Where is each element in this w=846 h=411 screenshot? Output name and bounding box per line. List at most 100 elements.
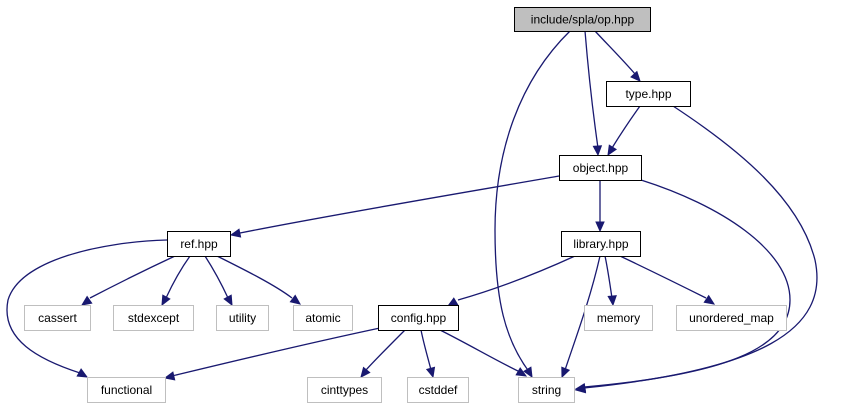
edge-type-to-object [607,105,641,157]
edge-config-to-string [439,329,528,377]
edge-line [594,30,636,75]
edge-library-to-config [446,255,576,307]
arrowhead-icon [515,367,528,377]
edge-line [204,255,229,299]
edge-config-to-cstddef [420,329,436,379]
edge-line [583,179,791,388]
nodes-layer: include/spla/op.hpp type.hpp object.hpp ref… [24,7,787,403]
edge-library-to-unordered_map [619,255,716,305]
edge-line [216,255,293,299]
arrowhead-icon [76,368,89,378]
node-cstddef: cstddef [407,377,469,403]
node-label: object.hpp [573,161,629,175]
node-label: cinttypes [321,383,368,397]
node-op[interactable]: include/spla/op.hpp [514,7,651,32]
node-box [584,305,653,331]
node-box[interactable] [378,305,459,331]
arrowhead-icon [289,294,301,305]
node-string: string [518,377,575,403]
node-utility: utility [216,305,269,331]
node-label: stdexcept [128,311,180,325]
node-box [293,305,353,331]
node-box [676,305,787,331]
edge-line [89,255,176,299]
node-object[interactable]: object.hpp [559,155,642,181]
node-cassert: cassert [24,305,91,331]
arrowhead-icon [223,294,233,307]
node-library[interactable]: library.hpp [561,231,641,257]
node-label: string [532,383,561,397]
node-unordered-map: unordered_map [676,305,787,331]
node-cinttypes: cinttypes [307,377,382,403]
edge-op-to-object [584,30,603,157]
edge-line [165,255,191,299]
node-memory: memory [584,305,653,331]
edge-ref-to-functional [6,239,168,378]
arrowhead-icon [630,70,641,82]
edge-op-to-type [594,30,641,82]
node-label: cassert [38,311,77,325]
edge-line [6,239,168,374]
arrowhead-icon [574,382,587,393]
arrowhead-icon [425,366,436,379]
edge-ref-to-cassert [80,255,176,306]
edge-line [494,30,571,374]
edge-object-to-string [574,179,791,393]
node-type[interactable]: type.hpp [606,81,691,107]
arrowhead-icon [446,297,459,307]
node-config[interactable]: config.hpp [378,305,459,331]
node-box[interactable] [606,81,691,107]
node-box [87,377,166,403]
node-box [216,305,269,331]
node-functional: functional [87,377,166,403]
arrowhead-icon [595,221,605,233]
node-ref[interactable]: ref.hpp [167,231,231,257]
node-label: functional [101,383,152,397]
edge-library-to-memory [604,255,617,307]
edges-layer [6,30,818,394]
edge-op-to-string [494,30,571,379]
node-label: library.hpp [573,237,628,251]
edge-config-to-cinttypes [360,329,406,378]
edge-line [604,255,613,299]
edge-line [457,255,576,301]
arrowhead-icon [229,228,242,238]
edge-config-to-functional [163,327,381,381]
node-label: config.hpp [391,311,447,325]
edge-line [619,255,707,299]
edge-ref-to-utility [204,255,233,307]
edge-line [439,329,521,373]
node-box[interactable] [167,231,231,257]
node-label: type.hpp [625,87,671,101]
edge-object-to-library [595,180,605,233]
arrowhead-icon [161,294,171,307]
arrowhead-icon [703,294,716,305]
arrowhead-icon [607,295,617,307]
node-box [307,377,382,403]
node-atomic: atomic [293,305,353,331]
edge-line [239,175,560,234]
node-box[interactable] [559,155,642,181]
edge-line [171,327,381,377]
node-label: utility [229,311,256,325]
node-box[interactable] [561,231,641,257]
arrowhead-icon [592,145,603,157]
node-stdexcept: stdexcept [113,305,194,331]
node-label: atomic [305,311,340,325]
edge-line [420,329,432,371]
node-label: cstddef [419,383,458,397]
node-box [24,305,91,331]
arrowhead-icon [163,371,176,381]
edge-line [564,255,601,371]
node-label: ref.hpp [180,237,218,251]
node-box [518,377,575,403]
edge-line [365,329,406,371]
edge-line [611,105,641,149]
node-label: include/spla/op.hpp [531,13,635,27]
node-label: memory [597,311,640,325]
node-box[interactable] [514,7,651,32]
edge-ref-to-stdexcept [161,255,191,307]
node-box [113,305,194,331]
node-label: unordered_map [689,311,774,325]
